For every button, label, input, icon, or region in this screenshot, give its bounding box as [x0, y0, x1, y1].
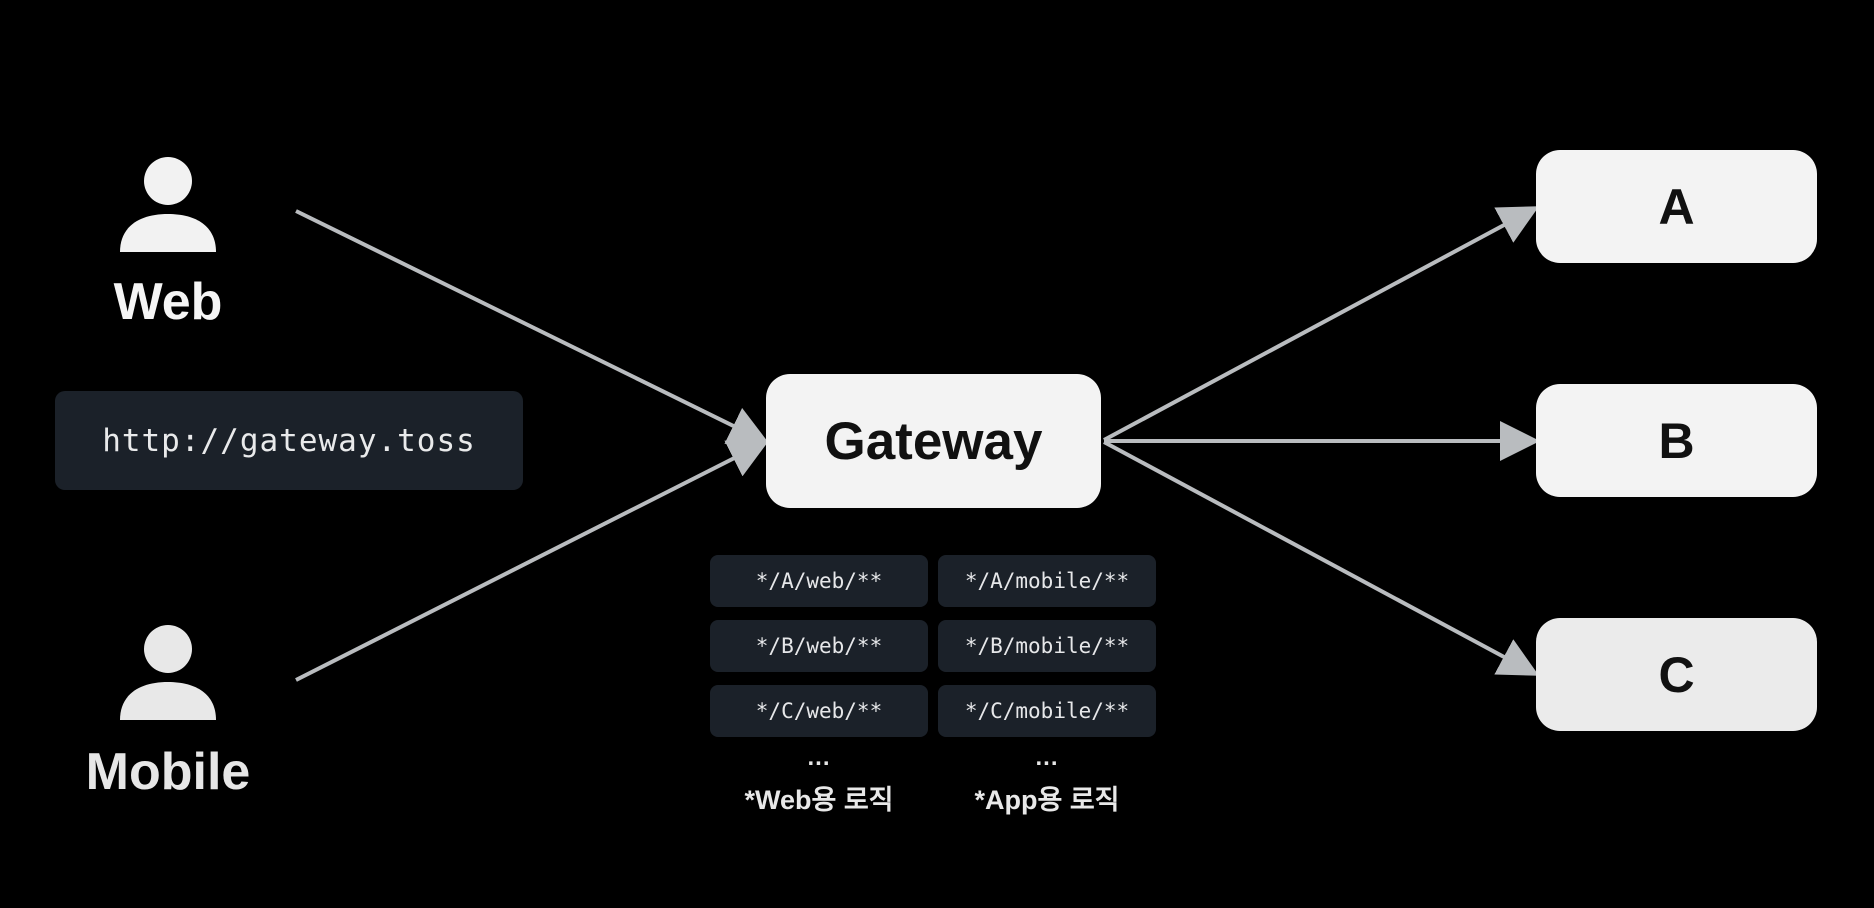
gateway-url-text: http://gateway.toss	[102, 422, 476, 459]
mobile-routes-column: */A/mobile/** */B/mobile/** */C/mobile/*…	[938, 555, 1156, 750]
app-logic-caption: *App용 로직	[974, 785, 1120, 815]
user-icon	[120, 157, 216, 252]
route-item: */C/mobile/**	[938, 685, 1156, 737]
service-node-b: B	[1536, 384, 1817, 497]
service-label: B	[1658, 412, 1695, 469]
arrow-gateway-to-a	[1103, 206, 1540, 442]
arrow-gateway-to-c	[1103, 440, 1540, 676]
gateway-url-box: http://gateway.toss	[55, 391, 523, 490]
service-label: C	[1658, 646, 1695, 703]
gateway-label: Gateway	[824, 411, 1043, 471]
service-label: A	[1658, 178, 1695, 235]
arrow-web-to-gateway	[295, 209, 770, 444]
route-item: */A/web/**	[710, 555, 928, 607]
mobile-client-label: Mobile	[85, 743, 251, 801]
route-item: */A/mobile/**	[938, 555, 1156, 607]
service-node-c: C	[1536, 618, 1817, 731]
web-routes-column: */A/web/** */B/web/** */C/web/**	[710, 555, 928, 750]
route-item: */B/web/**	[710, 620, 928, 672]
web-logic-caption: *Web용 로직	[744, 785, 894, 815]
arrow-mobile-to-gateway	[295, 440, 770, 682]
web-routes-ellipsis: ...	[807, 744, 831, 771]
service-node-a: A	[1536, 150, 1817, 263]
gateway-node: Gateway	[766, 374, 1101, 508]
mobile-routes-ellipsis: ...	[1035, 744, 1059, 771]
web-client-label: Web	[113, 273, 223, 331]
user-icon	[120, 625, 216, 720]
route-item: */B/mobile/**	[938, 620, 1156, 672]
route-item: */C/web/**	[710, 685, 928, 737]
